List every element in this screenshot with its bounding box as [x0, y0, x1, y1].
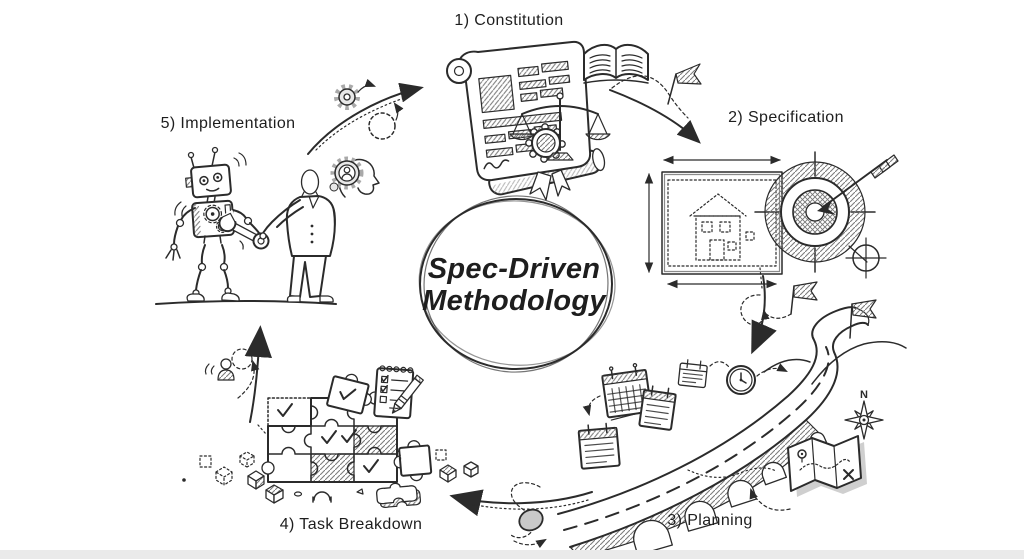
calendar-icon-mid: [638, 385, 677, 431]
planning-icon-group: N: [557, 299, 907, 558]
seal-rosette: [525, 123, 566, 163]
head-with-gear-icon: [329, 156, 380, 198]
specification-label: 2) Specification: [728, 109, 844, 126]
calendar-icon-large: [601, 362, 655, 421]
task-breakdown-icon-group: [182, 348, 479, 508]
arrow-task-breakdown-to-implementation: [244, 325, 273, 423]
constitution-icon-group: [446, 40, 649, 201]
gear-icon: [334, 84, 360, 110]
compass-rose-icon: N: [844, 389, 884, 440]
calendar-clock-connector: [709, 361, 730, 368]
calendar-icon-left: [577, 422, 621, 470]
diagram-title-line2: Methodology: [422, 285, 606, 318]
map-x-mark: [843, 469, 854, 480]
check-mark: [321, 430, 337, 444]
calendar-connector-arrow: [582, 395, 601, 417]
task-breakdown-label: 4) Task Breakdown: [279, 516, 423, 533]
diagram-title-line1: Spec-Driven: [427, 253, 601, 285]
milestone-flag-right: [764, 281, 818, 319]
target-with-arrow-icon: [754, 151, 899, 273]
loop-spin-arrow: [393, 102, 404, 121]
person-thinking-icon: [204, 348, 253, 381]
milestone-flag-top: [667, 63, 702, 105]
winding-road-bridge-icon: [557, 306, 907, 548]
compass-north-label: N: [860, 389, 868, 401]
iteration-loop-circle: [368, 112, 396, 140]
puzzle-piece-top: [326, 373, 372, 415]
arrow-planning-to-task-breakdown: [449, 489, 593, 517]
crosshair-icon: [845, 237, 887, 279]
planning-label: 3) Planning: [667, 512, 753, 529]
ground-line: [155, 300, 337, 305]
arrow-implementation-to-constitution: [307, 82, 424, 155]
puzzle-piece-flat: [376, 482, 422, 508]
calendar-icon-small: [677, 359, 708, 389]
checklist-with-pencil-icon: [373, 365, 424, 420]
constitution-label: 1) Constitution: [454, 12, 564, 29]
open-book-icon: [583, 43, 649, 84]
headphones-doodle: [312, 491, 332, 503]
check-mark: [363, 459, 379, 473]
bottom-watermark-band: [0, 550, 1024, 559]
pencil-icon: [391, 374, 424, 414]
gear-spin-arrow: [357, 78, 377, 93]
loop-balloon: [518, 508, 544, 532]
scales-of-justice-icon: [509, 92, 611, 161]
scroll-with-seal-icon: [446, 40, 592, 201]
arrow-specification-to-planning: [751, 275, 777, 355]
treasure-map-icon: [787, 435, 867, 497]
puzzle-piece-detached: [393, 440, 433, 482]
check-mark: [277, 403, 293, 417]
flow-arrows: [237, 63, 818, 549]
clock-icon: [726, 365, 756, 395]
clock-road-connector-arrow: [756, 363, 788, 377]
diagram-title: Spec-Driven Methodology: [422, 253, 606, 318]
blueprint-house-icon: [644, 155, 783, 289]
robot-icon: [165, 146, 265, 302]
dotted-house: [689, 193, 755, 261]
check-mark: [341, 429, 357, 443]
map-back-arrow: [749, 487, 791, 511]
implementation-label: 5) Implementation: [160, 115, 296, 132]
arrow-constitution-to-specification: [609, 89, 701, 144]
piece-connector: [396, 449, 402, 463]
businessman-icon: [259, 169, 336, 303]
implementation-icon-group: [155, 78, 404, 305]
cubes-doodles: [182, 449, 479, 504]
specification-icon-group: [644, 151, 899, 289]
center-circle-sketch: [418, 195, 616, 373]
hill-flag-icon: [849, 299, 877, 339]
